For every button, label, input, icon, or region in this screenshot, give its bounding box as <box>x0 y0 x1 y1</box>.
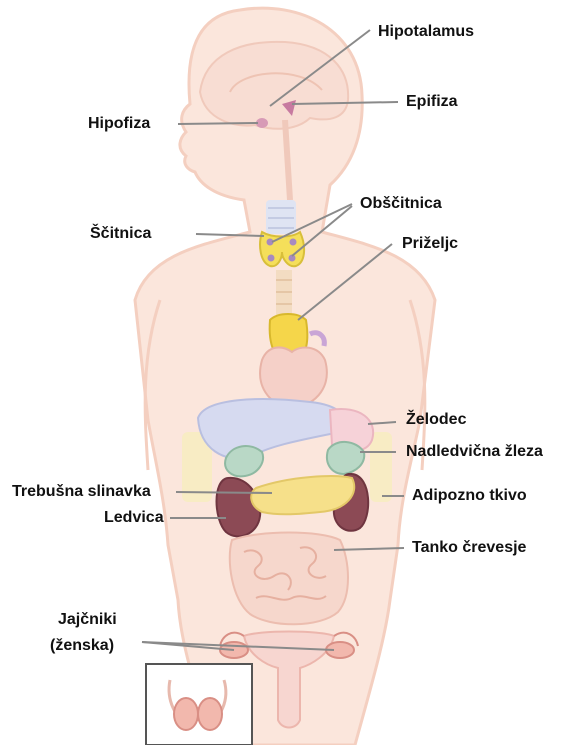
label-adipose: Adipozno tkivo <box>412 486 527 506</box>
label-ovaries-line1: Jajčniki <box>58 610 117 630</box>
parathyroid-gland <box>290 239 297 246</box>
testis-left <box>174 698 198 730</box>
label-epiphysis: Epifiza <box>406 92 458 112</box>
label-hypothalamus: Hipotalamus <box>378 22 474 42</box>
small-intestine <box>230 533 348 625</box>
adipose-tissue-right <box>370 432 392 502</box>
inset-frame <box>146 664 252 745</box>
testis-right <box>198 698 222 730</box>
label-ovaries-line2: (ženska) <box>50 636 114 656</box>
parathyroid-gland <box>268 255 275 262</box>
label-pancreas: Trebušna slinavka <box>12 482 151 502</box>
leader-hypophysis <box>178 123 258 124</box>
label-thyroid: Ščitnica <box>90 224 151 244</box>
label-small-intestine: Tanko črevesje <box>412 538 526 558</box>
label-thymus: Priželjc <box>402 234 458 254</box>
label-parathyroid: Obščitnica <box>360 194 442 214</box>
label-hypophysis: Hipofiza <box>88 114 150 134</box>
label-kidney: Ledvica <box>104 508 164 528</box>
leader-pancreas <box>176 492 272 493</box>
label-stomach: Želodec <box>406 410 466 430</box>
label-adrenal: Nadledvična žleza <box>406 442 543 462</box>
